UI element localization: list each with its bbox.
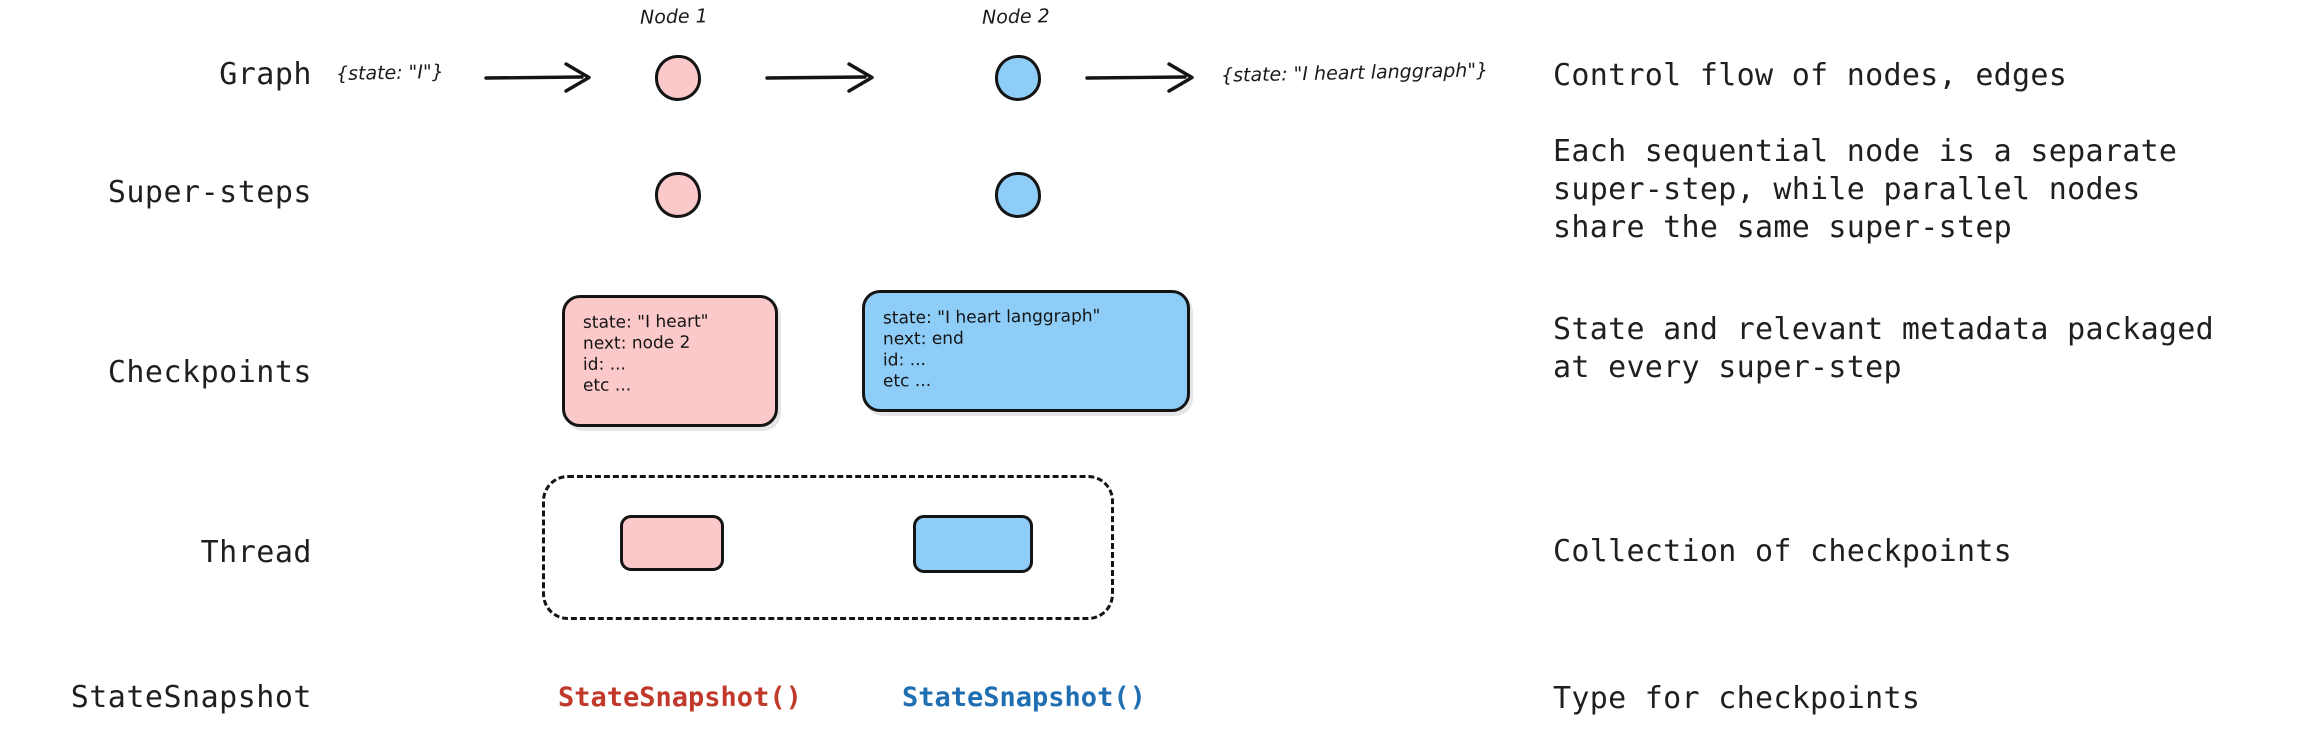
super-step-node-1[interactable] — [655, 172, 701, 218]
row-label-super-steps: Super-steps — [107, 175, 312, 210]
description-super-steps: Each sequential node is a separate super… — [1553, 134, 2178, 245]
checkpoint-card-1-line-1: state: "I heart" — [582, 311, 709, 333]
node-1-caption: Node 1 — [639, 5, 708, 29]
row-label-checkpoints: Checkpoints — [107, 355, 312, 390]
description-checkpoints: State and relevant metadata packaged at … — [1553, 312, 2215, 385]
checkpoint-card-2-line-3: id: ... — [882, 350, 926, 371]
node-2-caption: Node 2 — [981, 5, 1050, 29]
edge-arrow-3 — [1085, 62, 1194, 93]
thread-checkpoint-1[interactable] — [620, 515, 724, 571]
checkpoint-card-1[interactable]: state: "I heart" next: node 2 id: ... et… — [562, 295, 778, 427]
description-graph: Control flow of nodes, edges — [1553, 58, 2068, 93]
checkpoint-card-1-line-3: id: ... — [582, 354, 626, 375]
graph-input-state-label: {state: "I"} — [335, 60, 445, 86]
checkpoint-card-1-line-2: next: node 2 — [582, 332, 691, 354]
row-label-graph: Graph — [219, 57, 312, 92]
description-thread: Collection of checkpoints — [1553, 534, 2013, 569]
edge-arrow-1 — [484, 62, 591, 93]
thread-checkpoint-2[interactable] — [913, 515, 1033, 573]
checkpoint-card-1-line-4: etc ... — [582, 375, 632, 396]
row-label-thread: Thread — [200, 535, 312, 570]
checkpoint-card-2-line-4: etc ... — [882, 370, 932, 392]
thread-group-boundary[interactable] — [542, 475, 1114, 620]
statesnapshot-type-1[interactable]: StateSnapshot() — [558, 682, 802, 713]
checkpoint-card-2-line-2: next: end — [882, 328, 964, 350]
description-statesnapshot: Type for checkpoints — [1553, 681, 1921, 716]
graph-node-2[interactable] — [995, 55, 1041, 101]
row-label-statesnapshot: StateSnapshot — [70, 680, 312, 715]
graph-output-state-label: {state: "I heart langgraph"} — [1220, 59, 1489, 87]
statesnapshot-type-2[interactable]: StateSnapshot() — [902, 682, 1146, 713]
edge-arrow-2 — [765, 62, 874, 93]
super-step-node-2[interactable] — [995, 172, 1041, 218]
graph-node-1[interactable] — [655, 55, 701, 101]
checkpoint-card-2-line-1: state: "I heart langgraph" — [882, 306, 1101, 329]
checkpoint-card-2[interactable]: state: "I heart langgraph" next: end id:… — [862, 290, 1190, 412]
